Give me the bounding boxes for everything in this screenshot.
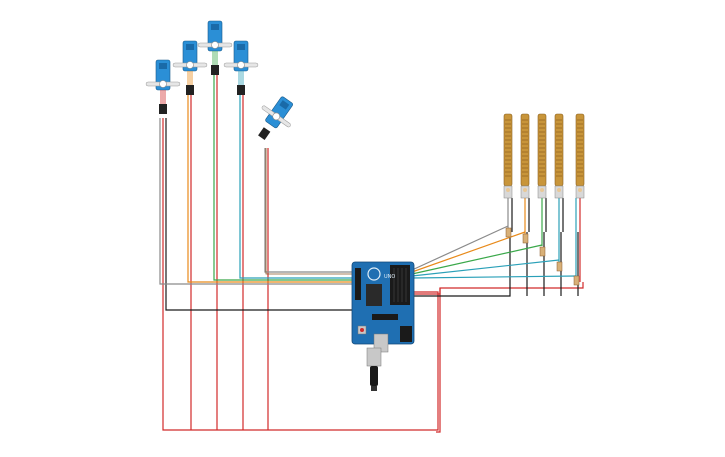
flex-sensor-5[interactable] [575, 113, 585, 199]
servo-5[interactable] [247, 90, 301, 147]
servo-4[interactable] [223, 40, 259, 95]
flex-sensor-group [503, 113, 585, 199]
signal-wire-flex-2[interactable] [411, 231, 526, 273]
flex-sensor-1[interactable] [503, 113, 513, 199]
flex-sensor-4[interactable] [554, 113, 564, 199]
resistor-3[interactable] [539, 246, 546, 257]
ground-wire-flex[interactable] [412, 232, 511, 297]
servo-3[interactable] [197, 20, 233, 75]
ground-wire-servos[interactable] [165, 118, 352, 311]
resistor-5[interactable] [573, 275, 580, 286]
signal-wire-servo-4[interactable] [239, 95, 352, 279]
signal-wire-servo-1[interactable] [159, 118, 352, 285]
resistor-2[interactable] [522, 233, 529, 244]
usb-cable[interactable] [366, 347, 382, 391]
digital-header[interactable] [390, 265, 410, 305]
signal-wire-flex-5[interactable] [411, 275, 577, 279]
signal-wire-flex-4[interactable] [411, 259, 560, 277]
resistor-group [505, 227, 580, 286]
resistor-1[interactable] [505, 227, 512, 238]
servo-group [145, 20, 301, 147]
resistor-4[interactable] [556, 261, 563, 272]
board-logo-text: UNO [384, 274, 395, 280]
power-wire-bus[interactable] [162, 118, 439, 431]
servo-1[interactable] [145, 59, 181, 114]
signal-wire-flex-3[interactable] [411, 244, 543, 275]
signal-wire-servo-5[interactable] [264, 148, 352, 273]
power-wire-flex-2[interactable] [436, 288, 441, 433]
wire-layer [159, 75, 584, 433]
microcontroller-chip [366, 284, 382, 306]
arduino-board[interactable]: UNO [351, 261, 415, 353]
arduino-logo-icon [367, 267, 381, 281]
signal-wire-servo-2[interactable] [187, 95, 352, 283]
flex-sensor-3[interactable] [537, 113, 547, 199]
analog-header[interactable] [355, 268, 361, 300]
signal-wire-servo-3[interactable] [213, 75, 352, 281]
signal-wire-flex-1[interactable] [411, 225, 509, 271]
flex-sensor-2[interactable] [520, 113, 530, 199]
power-jack[interactable] [400, 326, 412, 342]
servo-2[interactable] [172, 40, 208, 95]
